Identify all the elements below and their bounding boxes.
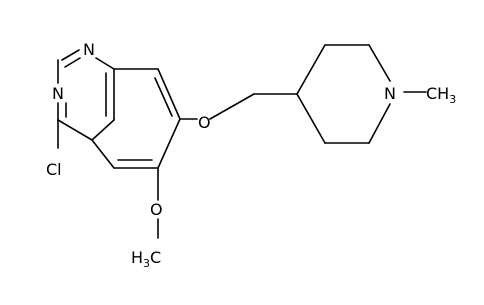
- atom-cl: Cl: [46, 160, 62, 179]
- bond-c8-c7: [157, 68, 181, 120]
- bond-n1-c8a: [95, 57, 115, 70]
- atom-n-piperidine: N: [384, 84, 396, 103]
- atom-n3: N: [52, 84, 64, 103]
- bond-pip-c4-c3: [296, 44, 326, 95]
- bond-pip-c5-c4: [296, 93, 326, 144]
- bond-c4-c4a: [57, 119, 93, 141]
- bond-c4a-c5: [91, 119, 115, 141]
- atom-o-methoxy: O: [150, 200, 163, 219]
- bond-o-ch2: [209, 93, 255, 120]
- bond-c5-c4a: [91, 139, 115, 169]
- bond-c8-c7-inner: [154, 77, 173, 117]
- bond-pip-c2-n: [368, 44, 391, 82]
- atom-h3c-methoxy: H3C: [131, 248, 161, 270]
- bond-c2-n1-double: [64, 57, 81, 68]
- bond-c2-n1: [61, 49, 80, 61]
- atom-n1: N: [83, 40, 95, 59]
- bond-pip-n-c6: [368, 103, 391, 144]
- atom-o-ring: O: [198, 113, 211, 132]
- atom-ch3-piperidine: CH3: [426, 84, 456, 106]
- bond-c7-c6: [157, 118, 181, 169]
